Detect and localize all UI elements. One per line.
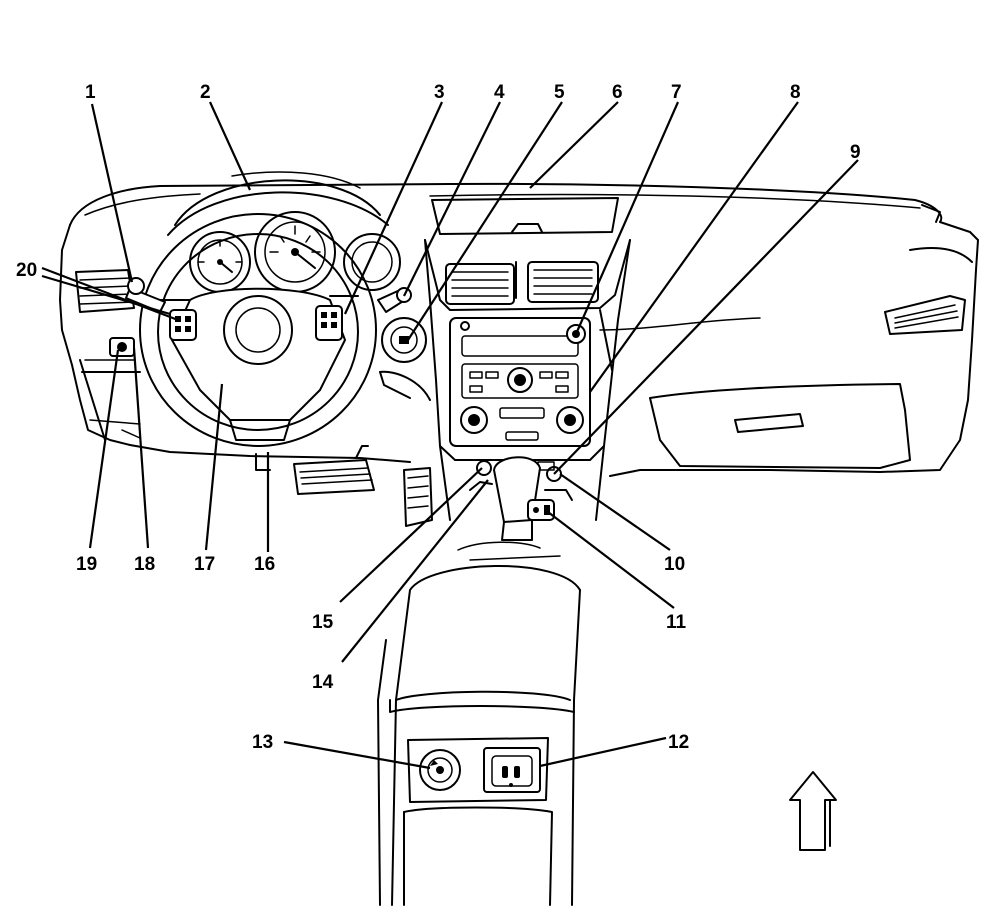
callout-18: 18 [134,554,155,575]
ignition-area [377,287,431,401]
gear-shifter [457,456,573,561]
callout-16: 16 [254,554,275,575]
callout-11: 11 [666,612,687,633]
callout-20: 20 [16,260,37,281]
callout-14: 14 [312,672,334,693]
pedals [255,445,433,527]
callout-1: 1 [85,82,96,103]
callout-12: 12 [668,732,689,753]
callout-15: 15 [312,612,334,633]
left-panel [75,269,166,439]
callout-7: 7 [671,82,682,103]
callout-19: 19 [76,554,97,575]
center-stack [424,197,631,521]
leader-lines [41,101,859,770]
callout-8: 8 [790,82,801,103]
callout-10: 10 [664,554,685,575]
instrument-cluster [167,171,401,293]
callout-6: 6 [612,82,623,103]
dashboard-body [59,182,979,477]
steering-wheel [139,213,377,447]
callout-2: 2 [200,82,211,103]
callout-17: 17 [194,554,215,575]
callout-9: 9 [850,142,861,163]
callout-13: 13 [252,732,273,753]
callout-labels: 1 2 3 4 5 6 7 8 9 10 11 12 13 14 15 16 1… [16,82,861,753]
callout-4: 4 [494,82,505,103]
center-console [377,565,581,906]
arrow-up-icon [789,771,837,851]
callout-3: 3 [434,82,445,103]
callout-5: 5 [554,82,565,103]
